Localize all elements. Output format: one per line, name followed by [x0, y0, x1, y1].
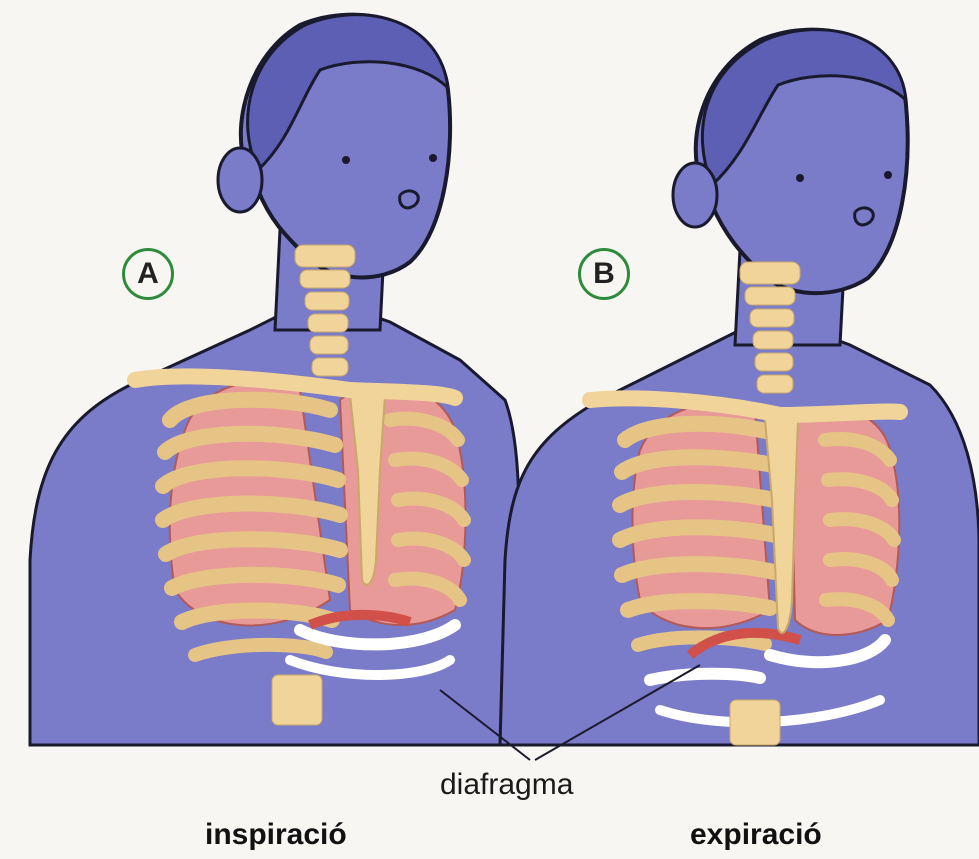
- diaphragm-label: diafragma: [440, 768, 573, 802]
- figure-b-caption: expiració: [690, 818, 822, 852]
- figure-b: [500, 30, 979, 745]
- figure-b-eye: [796, 174, 804, 182]
- figure-a-letter: A: [137, 257, 159, 291]
- figure-a: [30, 15, 519, 745]
- figure-a-ear: [218, 148, 262, 212]
- figure-b-eye: [884, 171, 892, 179]
- figure-a-caption: inspiració: [205, 818, 347, 852]
- figure-a-letter-badge: A: [122, 248, 174, 300]
- figure-b-letter: B: [593, 257, 615, 291]
- figure-b-ear: [673, 163, 717, 227]
- figure-b-letter-badge: B: [578, 248, 630, 300]
- figure-a-eye: [342, 156, 350, 164]
- figure-a-eye: [429, 154, 437, 162]
